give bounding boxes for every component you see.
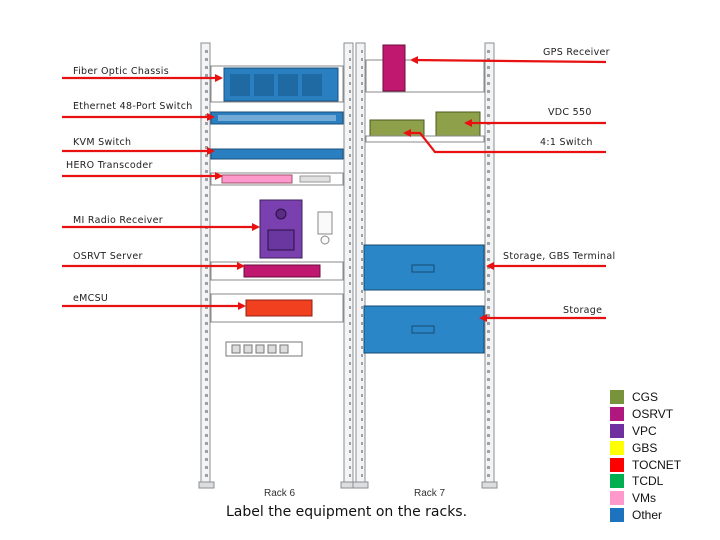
legend-swatch: [610, 507, 624, 522]
legend-item: VPC: [610, 423, 681, 440]
legend-label: OSRVT: [632, 407, 674, 422]
label-storage-gbs-terminal: Storage, GBS Terminal: [503, 251, 616, 262]
label-ethernet-switch: Ethernet 48-Port Switch: [73, 101, 193, 112]
legend-item: TOCNET: [610, 456, 681, 473]
mi-radio-receiver: [259, 199, 333, 259]
legend-swatch: [610, 474, 624, 489]
storage-unit: [363, 305, 485, 354]
arrow-gps: [410, 56, 607, 65]
label-hero-transcoder: HERO Transcoder: [66, 160, 153, 171]
label-osrvt-server: OSRVT Server: [73, 251, 143, 262]
legend-swatch: [610, 390, 624, 405]
label-storage: Storage: [563, 305, 603, 316]
legend-swatch: [610, 423, 624, 438]
label-4-1-switch: 4:1 Switch: [540, 137, 593, 148]
rack-7-caption: Rack 7: [414, 488, 446, 499]
osrvt-server: [210, 261, 344, 281]
legend-item: GBS: [610, 439, 681, 456]
label-gps-receiver: GPS Receiver: [543, 47, 610, 58]
label-vdc-550: VDC 550: [548, 107, 592, 118]
legend-swatch: [610, 491, 624, 506]
label-emcsu: eMCSU: [73, 293, 109, 304]
legend-label: CGS: [632, 390, 659, 405]
legend-item: VMs: [610, 490, 681, 507]
label-fiber-optic-chassis: Fiber Optic Chassis: [73, 66, 169, 77]
kvm-switch: [210, 148, 344, 160]
label-kvm-switch: KVM Switch: [73, 137, 132, 148]
legend-swatch: [610, 407, 624, 422]
legend-item: TCDL: [610, 473, 681, 490]
gps-receiver: [365, 44, 485, 93]
ethernet-switch: [210, 111, 344, 125]
legend-item: OSRVT: [610, 406, 681, 423]
legend-item: Other: [610, 507, 681, 524]
legend-label: TCDL: [632, 474, 664, 489]
arrow-4-1: [403, 129, 606, 154]
legend-label: VMs: [632, 491, 656, 506]
legend-item: CGS: [610, 389, 681, 406]
emcsu: [210, 293, 344, 323]
storage-gbs-terminal: [363, 244, 485, 291]
rack-6-caption: Rack 6: [264, 488, 296, 499]
legend-swatch: [610, 440, 624, 455]
legend-label: TOCNET: [632, 457, 682, 472]
legend-label: Other: [632, 507, 663, 522]
legend-label: GBS: [632, 440, 658, 455]
fiber-optic-chassis: [210, 65, 344, 103]
instruction-text: Label the equipment on the racks.: [226, 504, 468, 520]
arrows: [62, 56, 607, 322]
label-mi-radio-receiver: MI Radio Receiver: [73, 215, 163, 226]
legend-label: VPC: [632, 423, 657, 438]
rack-6-frame: [198, 42, 357, 489]
power-strip: [225, 341, 303, 357]
legend-swatch: [610, 457, 624, 472]
hero-transcoder: [210, 172, 344, 186]
